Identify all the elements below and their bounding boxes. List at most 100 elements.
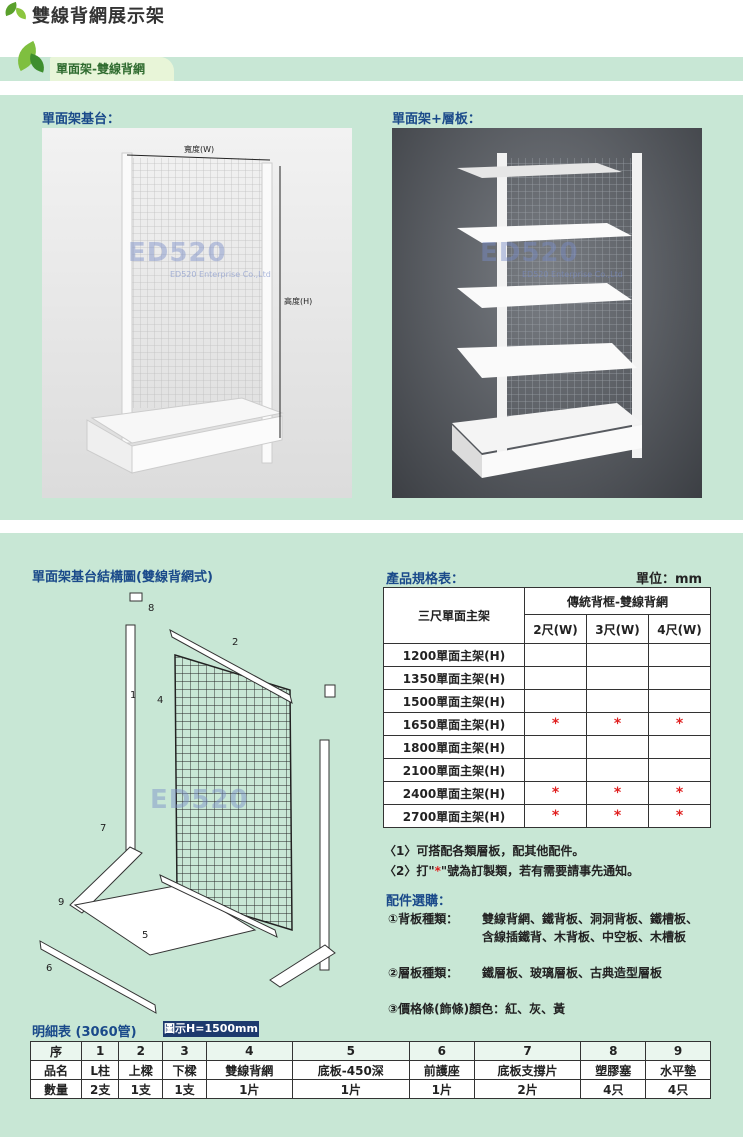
spec-mark [524,666,587,690]
detail-cell: 1片 [205,1079,293,1099]
section-tab: 單面架-雙線背網 [50,57,174,81]
shelf-unit-label: 單面架+層板： [392,112,481,127]
spec-mark [524,643,587,667]
detail-badge: 圖示H=1500mm [163,1021,259,1037]
detail-cell: 2支 [80,1079,120,1099]
spec-note-1: 〈1〉可搭配各類層板，配其他配件。 [384,844,585,858]
detail-cell: 8 [580,1041,647,1061]
detail-cell: 3 [162,1041,207,1061]
detail-cell: 1 [80,1041,120,1061]
detail-label: 明細表 (3060管) [32,1025,137,1040]
spec-note-2: 〈2〉打"*"號為訂製類，若有需要請事先通知。 [384,862,639,879]
accessory-1-label: ①背板種類： [388,912,459,926]
shelf-unit-photo: ED520 ED520 Enterprise Co.,Ltd [392,128,702,498]
spec-mark [586,666,649,690]
spec-mark [586,758,649,782]
callout-8: 8 [148,603,155,614]
watermark-subtitle: ED520 Enterprise Co.,Ltd [170,270,271,279]
spec-mark: * [586,712,649,736]
spec-mark [648,666,711,690]
spec-mark: * [524,712,587,736]
detail-cell: 1支 [118,1079,164,1099]
spec-mark [648,643,711,667]
detail-cell: 序 [30,1041,82,1061]
spec-mark: * [648,804,711,828]
callout-1: 1 [130,690,137,701]
accessory-3: ③價格條(飾條)顏色：紅、灰、黃 [388,1002,566,1016]
spec-mark: * [586,804,649,828]
spec-mark [586,643,649,667]
spec-mark: * [648,712,711,736]
callout-7: 7 [100,823,107,834]
spec-row-name: 1350單面主架(H) [383,666,525,690]
spec-mark: * [524,804,587,828]
spec-row-name: 1650單面主架(H) [383,712,525,736]
spec-group-header: 傳統背框-雙線背網 [524,587,711,615]
spec-row-name: 1800單面主架(H) [383,735,525,759]
spec-column-header: 2尺(W) [524,614,587,644]
spec-row-name: 1200單面主架(H) [383,643,525,667]
detail-cell: 前護座 [408,1060,475,1080]
asterisk-icon: * [434,864,441,878]
detail-cell: 4只 [580,1079,647,1099]
detail-cell: 1支 [162,1079,207,1099]
detail-cell: 數量 [30,1079,82,1099]
spec-label: 產品規格表： [386,572,465,587]
spec-mark [648,689,711,713]
detail-table: 序 1 2 3 4 5 6 7 8 9 品名 L柱 上樑 下樑 雙線背網 底板-… [30,1041,711,1099]
spec-row-header: 三尺單面主架 [383,587,525,644]
spec-mark [648,758,711,782]
watermark-subtitle: ED520 Enterprise Co.,Ltd [522,270,623,279]
accessory-2-label: ②層板種類： [388,966,459,980]
detail-cell: 4 [205,1041,293,1061]
detail-cell: 下樑 [162,1060,207,1080]
spec-mark [586,735,649,759]
detail-cell: 4只 [645,1079,711,1099]
detail-cell: 5 [291,1041,410,1061]
spec-row-name: 2400單面主架(H) [383,781,525,805]
spec-mark: * [586,781,649,805]
spec-row-name: 2100單面主架(H) [383,758,525,782]
accessory-1-text: 雙線背網、鐵背板、洞洞背板、鐵槽板、含線插鐵背、木背板、中空板、木槽板 [482,912,699,944]
detail-cell: 2 [118,1041,164,1061]
width-label: 寬度(W) [184,145,215,154]
detail-cell: 品名 [30,1060,82,1080]
structure-diagram: 1 2 4 5 6 7 8 9 ED520 [30,585,375,1025]
watermark-logo: ED520 [150,785,249,815]
callout-2: 2 [232,637,239,648]
base-unit-label: 單面架基台： [42,112,121,127]
spec-column-header: 3尺(W) [586,614,649,644]
spec-row-name: 1500單面主架(H) [383,689,525,713]
watermark-logo: ED520 [128,238,227,268]
callout-6: 6 [46,963,53,974]
detail-cell: 1片 [291,1079,410,1099]
accessory-2-text: 鐵層板、玻璃層板、古典造型層板 [482,966,663,980]
spec-table: 三尺單面主架 傳統背框-雙線背網 2尺(W) 3尺(W) 4尺(W) 1200單… [383,587,711,828]
callout-5: 5 [142,930,149,941]
page-title: 雙線背網展示架 [32,6,165,27]
callout-9: 9 [58,897,65,908]
leaf-icon [14,7,28,20]
spec-mark [524,689,587,713]
spec-mark [524,758,587,782]
spec-row-name: 2700單面主架(H) [383,804,525,828]
callout-4: 4 [157,695,164,706]
spec-mark [586,689,649,713]
detail-cell: L柱 [80,1060,120,1080]
detail-cell: 9 [645,1041,711,1061]
detail-cell: 6 [408,1041,475,1061]
unit-label: 單位：mm [636,572,703,587]
detail-cell: 1片 [408,1079,475,1099]
spec-mark [648,735,711,759]
accessories-label: 配件選購： [386,894,452,909]
detail-cell: 7 [473,1041,582,1061]
note-text: 〈2〉打" [384,864,435,878]
structure-label: 單面架基台結構圖(雙線背網式) [32,570,213,585]
detail-cell: 底板支撐片 [473,1060,582,1080]
detail-cell: 水平墊 [645,1060,711,1080]
detail-cell: 雙線背網 [205,1060,293,1080]
detail-cell: 2片 [473,1079,582,1099]
spec-mark: * [648,781,711,805]
watermark-logo: ED520 [480,238,579,268]
detail-cell: 上樑 [118,1060,164,1080]
